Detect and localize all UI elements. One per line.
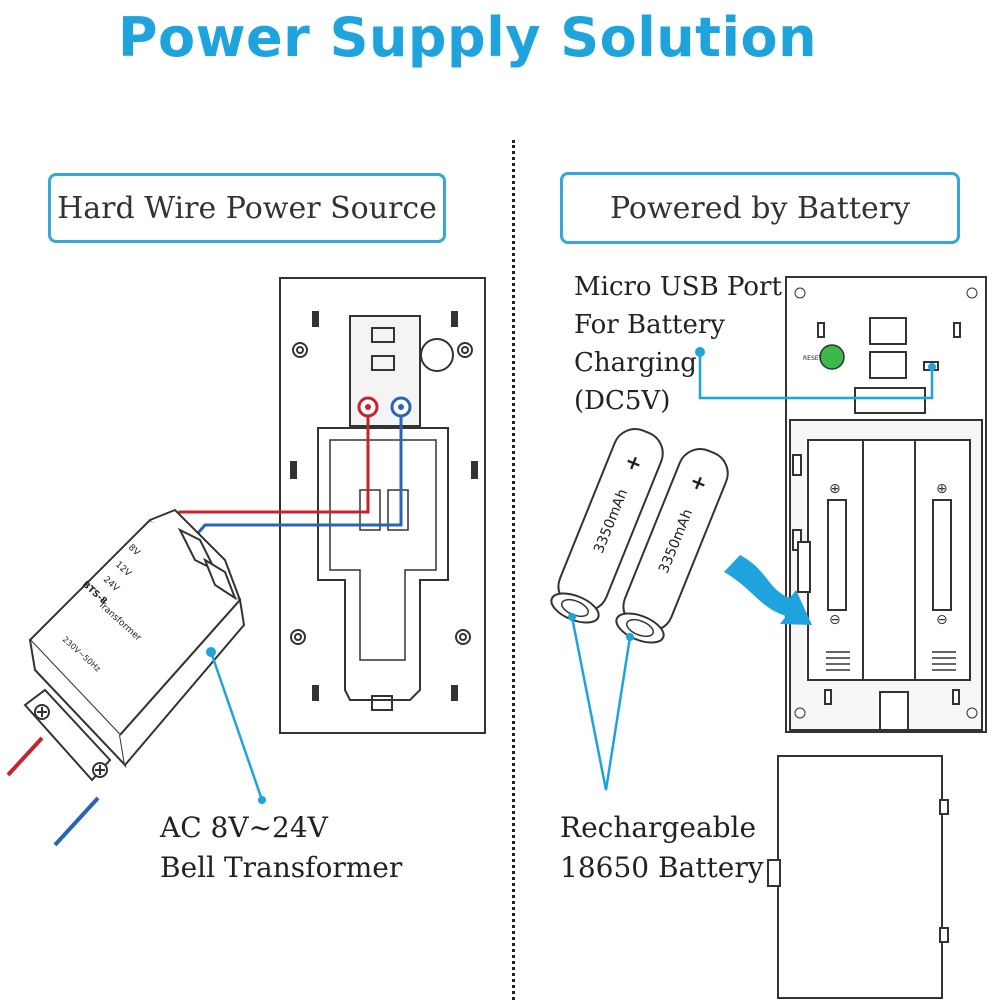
battery-springs (826, 651, 956, 671)
battery-label: Rechargeable 18650 Battery (560, 808, 764, 888)
hard-wire-heading: Hard Wire Power Source (57, 190, 437, 226)
blue-input-wire (53, 796, 100, 847)
svg-text:⊕: ⊕ (829, 481, 841, 497)
battery-heading-box: Powered by Battery (560, 172, 960, 244)
reset-label: RESET (803, 355, 823, 362)
panel-divider (512, 140, 515, 1000)
battery-heading: Powered by Battery (609, 190, 911, 226)
usb-label-line2: For Battery (574, 310, 725, 340)
transformer-label-line1: AC 8V~24V (160, 811, 328, 844)
svg-text:⊕: ⊕ (936, 481, 948, 497)
usb-label-line3: Charging (574, 348, 697, 378)
transformer-label: AC 8V~24V Bell Transformer (160, 808, 402, 888)
usb-callout-line (698, 352, 934, 400)
svg-text:⊖: ⊖ (829, 612, 841, 628)
battery-cell-1: + 3350mAh (550, 428, 664, 624)
red-input-wire (6, 736, 44, 777)
battery-cell-2: + 3350mAh (615, 448, 729, 644)
usb-label-line1: Micro USB Port (574, 272, 782, 302)
transformer-label-line2: Bell Transformer (160, 851, 403, 884)
doorbell-mount-plate (279, 277, 486, 734)
hard-wire-heading-box: Hard Wire Power Source (48, 173, 446, 243)
usb-label-line4: (DC5V) (574, 386, 671, 416)
battery-cover (767, 755, 949, 999)
reset-button (819, 344, 845, 370)
transformer-callout-line (209, 651, 264, 801)
battery-label-line1: Rechargeable (560, 811, 757, 844)
doorbell-battery-housing (785, 276, 987, 733)
battery-callout-lines (570, 616, 632, 791)
battery-label-line2: 18650 Battery (560, 851, 764, 884)
bell-transformer (23, 508, 246, 782)
svg-text:⊖: ⊖ (936, 612, 948, 628)
insert-arrow (724, 555, 812, 625)
usb-label: Micro USB Port For Battery Charging (DC5… (574, 268, 782, 420)
page-title: Power Supply Solution (117, 6, 818, 69)
